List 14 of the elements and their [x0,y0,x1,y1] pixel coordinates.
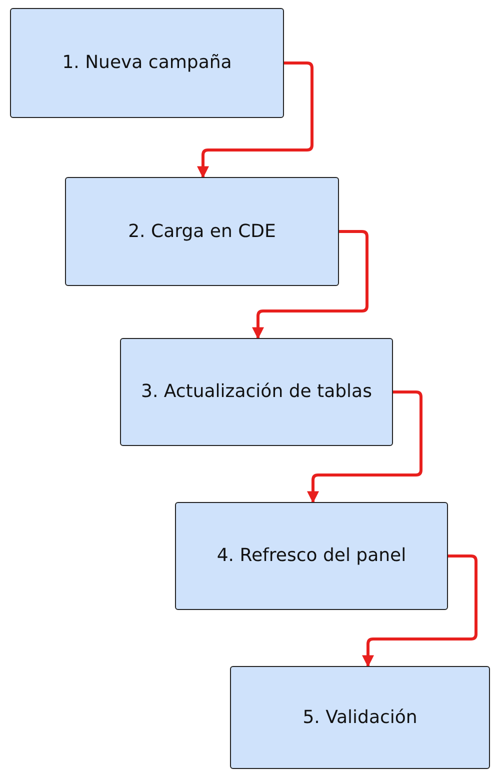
connector-arrow [362,554,478,668]
process-box [120,338,393,446]
process-box [230,666,490,769]
step-label: 4. Refresco del panel [216,544,406,568]
step-label: 1. Nueva campaña [62,51,232,75]
step-label: 5. Validación [302,706,418,730]
step-label: 2. Carga en CDE [128,220,276,244]
process-box [65,177,339,286]
connector-arrow [197,62,314,178]
process-box [175,502,448,610]
step-label: 3. Actualización de tablas [141,380,372,404]
connector-arrow [307,390,422,504]
process-box [10,8,284,118]
connector-arrow [252,230,368,340]
